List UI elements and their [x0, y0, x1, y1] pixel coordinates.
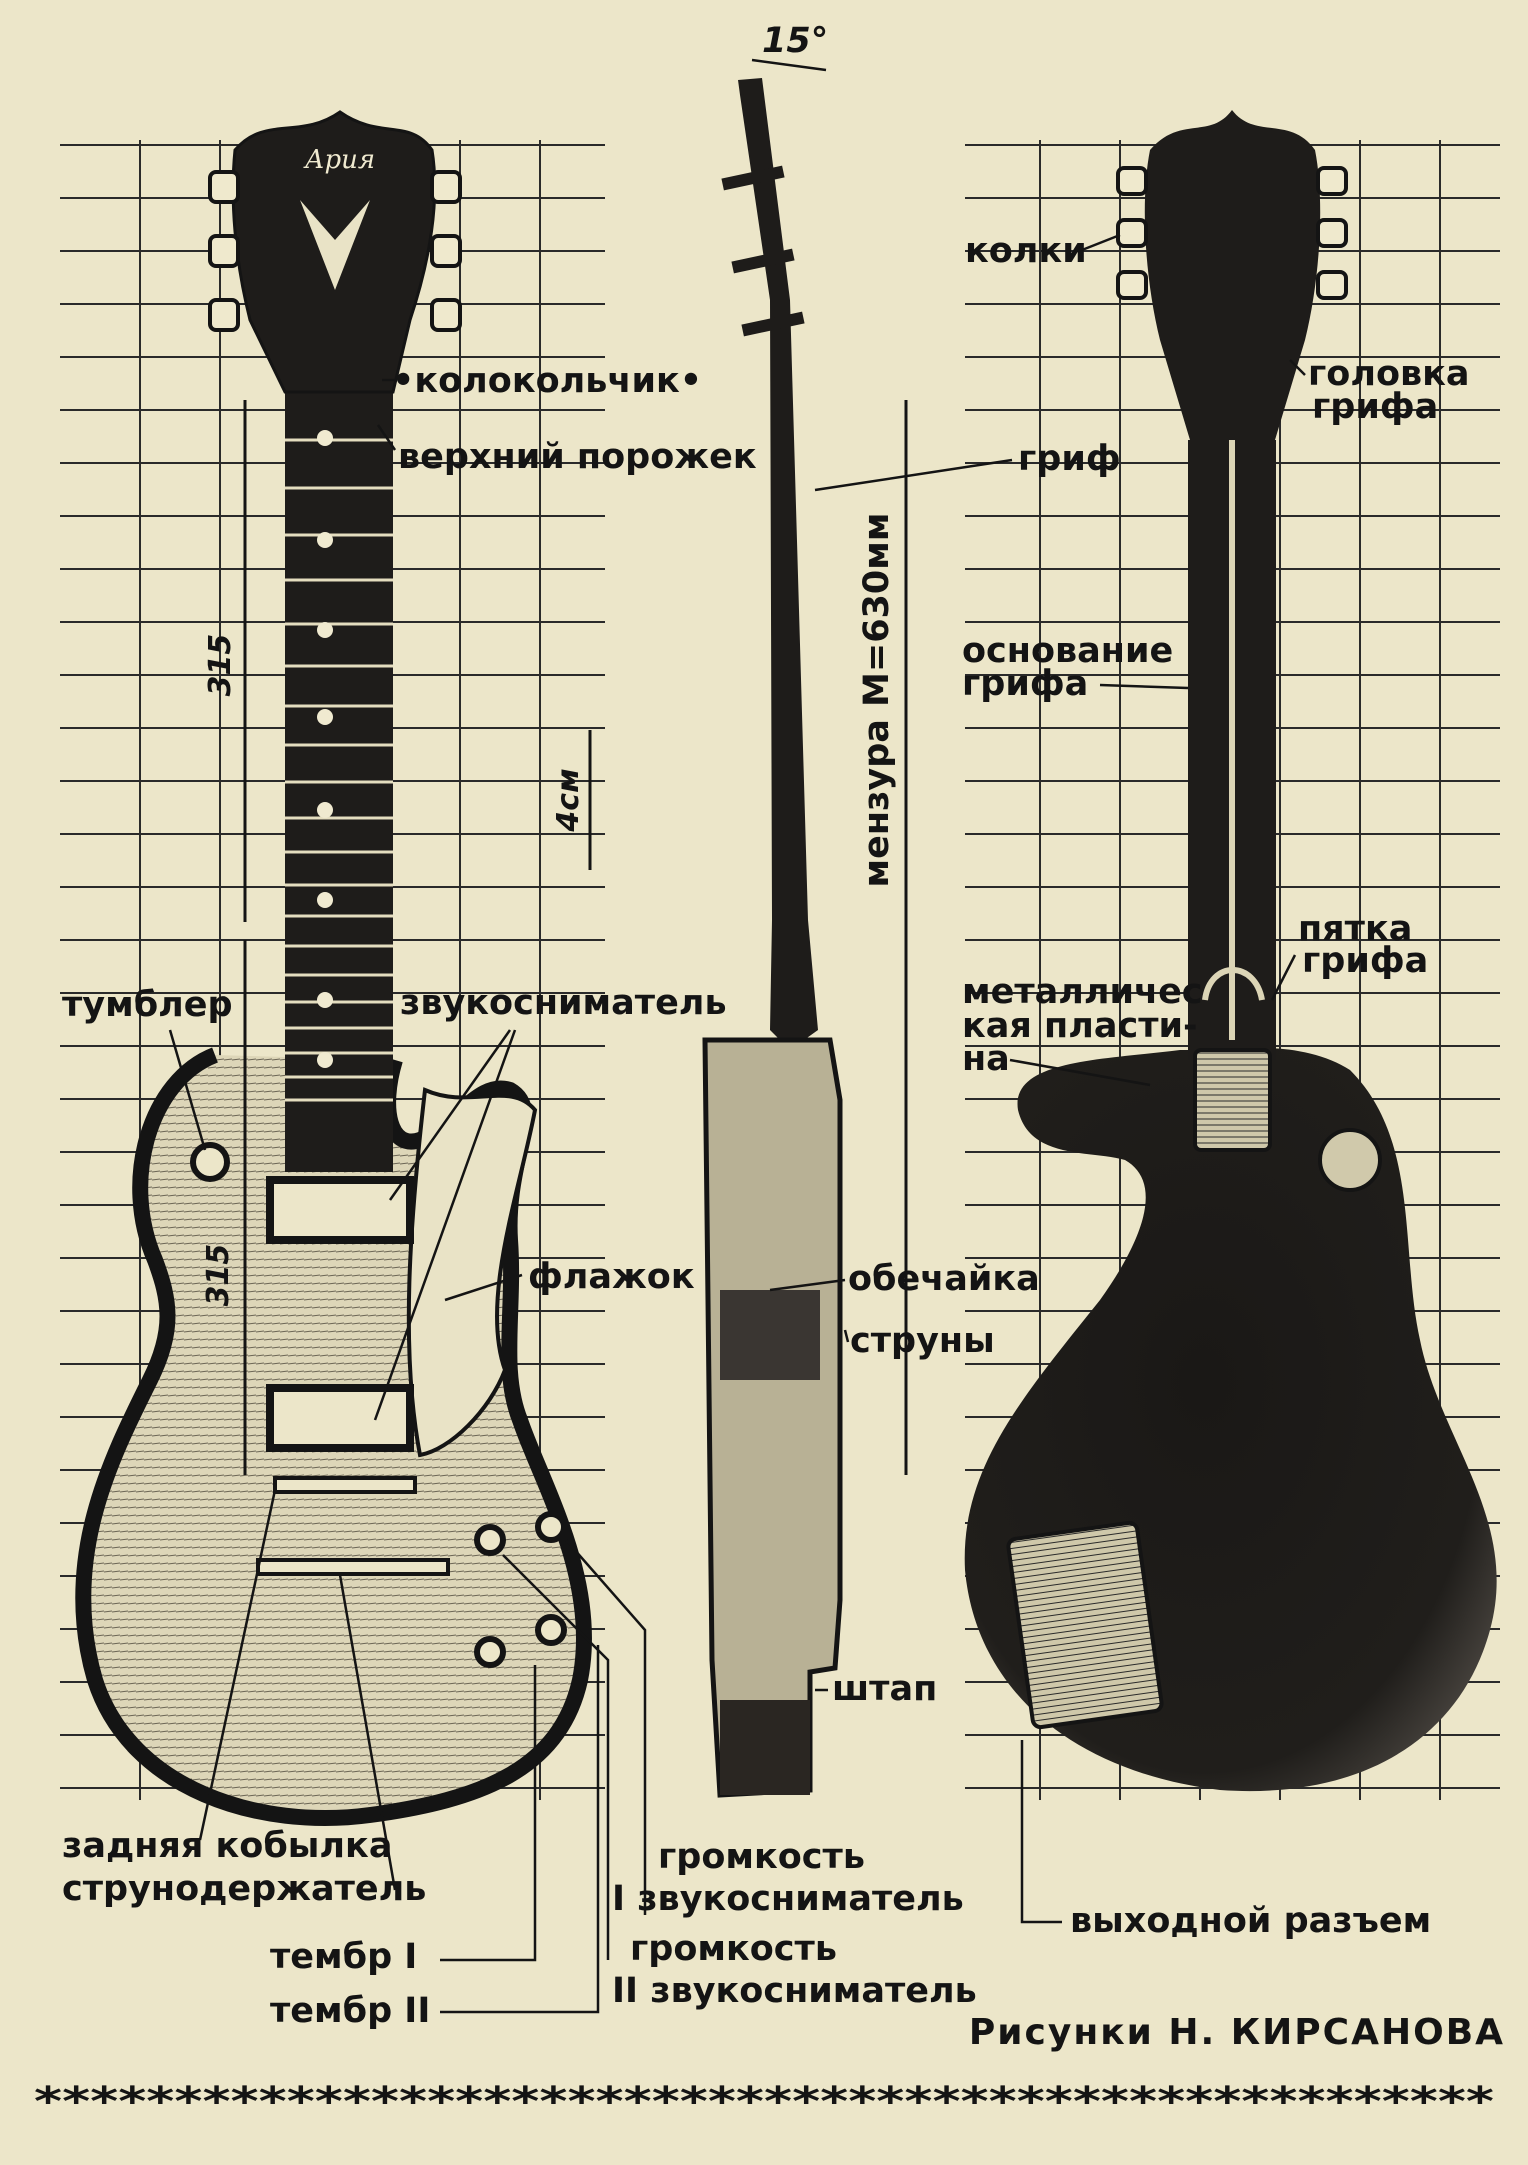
tailpiece	[256, 1558, 450, 1576]
front-tuner-pegs	[208, 170, 462, 332]
side-shadow-low	[720, 1700, 810, 1795]
front-leader-lines	[168, 378, 647, 2014]
label-rim: обечайка	[848, 1259, 1040, 1299]
back-tuner-pegs	[1116, 166, 1348, 300]
label-headstock-b: грифа	[1312, 387, 1438, 427]
headstock-brand: Арuя	[303, 145, 375, 175]
label-rear-bridge: задняя кобылка	[62, 1826, 392, 1866]
bridge-pickup	[266, 1384, 414, 1452]
back-headstock	[1144, 110, 1321, 440]
side-neck	[738, 78, 818, 1050]
control-cavity-plate	[1006, 1520, 1164, 1730]
inlay-dots	[317, 430, 333, 1068]
side-body	[702, 1037, 843, 1798]
label-angle: 15°	[762, 21, 828, 61]
label-metal-plate-a: металличес	[962, 972, 1203, 1012]
side-guitar: мензура М=630мм 15° гриф обечайка струны…	[702, 21, 1121, 1798]
front-guitar: Арuя 315 315 4см •колок	[62, 110, 977, 2031]
control-knobs	[474, 1511, 567, 1668]
label-strings: струны	[850, 1321, 995, 1361]
neck-dim-label: 315	[203, 634, 238, 697]
pickguard	[406, 1087, 538, 1458]
label-volume-2b: II звукосниматель	[612, 1971, 977, 2011]
grid-dim-label: 4см	[551, 768, 586, 832]
label-nut: верхний порожек	[398, 437, 757, 477]
back-guitar: колки головка грифа основание грифа пятк…	[962, 110, 1497, 1941]
side-tuners	[721, 165, 805, 337]
neck-plate	[1193, 1048, 1272, 1152]
label-toggle: тумблер	[62, 985, 233, 1025]
label-neck-heel-a: пятка	[1298, 909, 1412, 949]
label-bell: •колокольчик•	[392, 361, 702, 401]
label-volume-1b: I звукосниматель	[612, 1879, 964, 1919]
label-metal-plate-c: на	[962, 1039, 1010, 1079]
label-pickup: звукосниматель	[400, 983, 727, 1023]
label-neck-base-a: основание	[962, 631, 1173, 671]
rear-bridge	[273, 1476, 417, 1494]
label-tone-1: тембр I	[270, 1937, 417, 1977]
side-shadow	[720, 1290, 820, 1380]
neck-pickup	[266, 1176, 414, 1244]
label-neck: гриф	[1018, 439, 1121, 479]
back-knob-cover	[1318, 1128, 1382, 1192]
angle-arc	[751, 58, 827, 72]
label-headstock-a: головка	[1308, 354, 1470, 394]
label-tone-2: тембр II	[270, 1991, 430, 2031]
label-output-jack: выходной разъем	[1070, 1901, 1431, 1941]
label-metal-plate-b: кая пласти-	[962, 1006, 1198, 1046]
label-volume-1a: громкость	[658, 1837, 865, 1877]
star-border: ****************************************…	[34, 2079, 1494, 2125]
label-neck-base-b: грифа	[962, 664, 1088, 704]
headstock-inlay	[300, 200, 370, 290]
label-tuners: колки	[965, 231, 1087, 271]
label-strap-pin: штап	[832, 1669, 937, 1709]
label-neck-heel-b: грифа	[1302, 941, 1428, 981]
toggle-switch	[190, 1142, 230, 1182]
label-volume-2a: громкость	[630, 1929, 837, 1969]
label-tailpiece: струнодержатель	[62, 1869, 426, 1909]
label-pickguard: флажок	[528, 1257, 695, 1297]
body-dim-label: 315	[201, 1244, 236, 1307]
label-scale: мензура М=630мм	[857, 513, 897, 888]
back-leader-lines	[1009, 233, 1306, 1924]
neck-heel	[1202, 967, 1265, 1001]
side-leader-lines	[769, 458, 1013, 1692]
credit: Рисунки Н. КИРСАНОВА	[969, 2012, 1505, 2053]
